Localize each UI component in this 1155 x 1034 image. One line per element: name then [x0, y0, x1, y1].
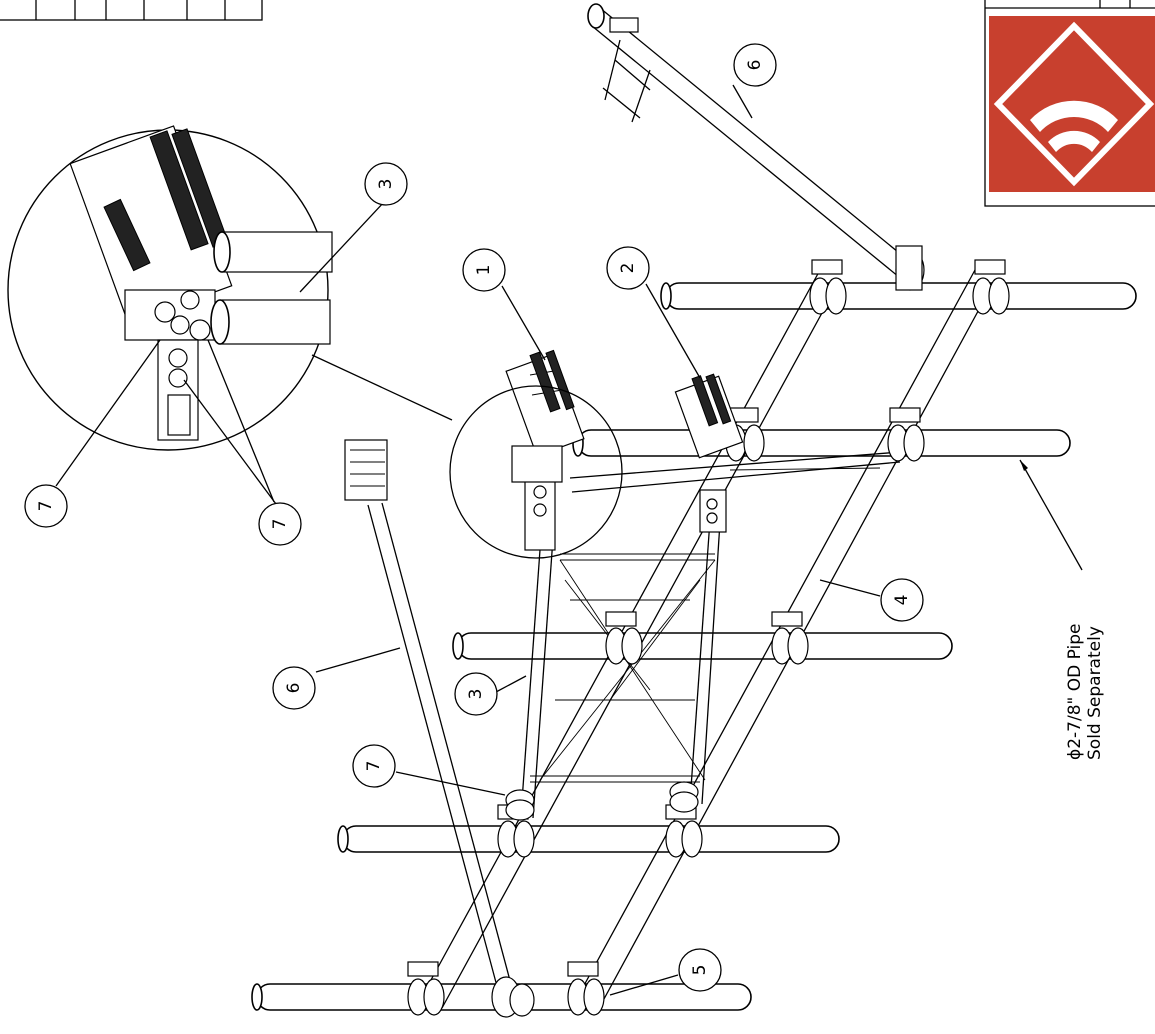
title-block	[984, 0, 1155, 207]
pipe-4	[337, 825, 840, 853]
balloon-7c-label: 7	[270, 519, 290, 530]
balloon-7a-label: 7	[364, 761, 384, 772]
balloon-7-truss: 7	[352, 744, 396, 788]
company-logo	[989, 16, 1155, 192]
balloon-7-detail-left: 7	[24, 484, 68, 528]
pipe-note-line2: Sold Separately	[1085, 626, 1105, 760]
detail-view	[7, 125, 623, 559]
balloon-6b-label: 6	[284, 683, 304, 694]
revision-table	[0, 0, 263, 21]
pipe-2	[572, 429, 1071, 457]
balloon-7b-label: 7	[36, 501, 56, 512]
balloon-1: 1	[462, 248, 506, 292]
mount-bracket-1	[505, 349, 585, 551]
side-arm-upper	[587, 3, 921, 287]
balloon-3a-label: 3	[376, 179, 396, 190]
balloon-2: 2	[606, 246, 650, 290]
mount-bracket-2	[674, 373, 744, 533]
balloon-4: 4	[880, 578, 924, 622]
detail-bracket	[69, 125, 333, 441]
balloon-7-detail-right: 7	[258, 502, 302, 546]
antenna-bracket-upper	[602, 17, 651, 123]
balloon-4-label: 4	[892, 595, 912, 606]
balloon-1-label: 1	[474, 265, 494, 276]
clamps	[407, 245, 1010, 1018]
balloon-6a-label: 6	[745, 60, 765, 71]
antenna-bracket-lower	[344, 439, 388, 501]
balloon-3-detail: 3	[364, 162, 408, 206]
diagonal-braces	[569, 451, 901, 493]
leader-lines	[55, 84, 1083, 996]
balloon-2-label: 2	[618, 263, 638, 274]
balloon-6-upper: 6	[733, 43, 777, 87]
truss-frame	[520, 519, 721, 819]
balloon-3b-label: 3	[466, 689, 486, 700]
balloon-3-truss: 3	[454, 672, 498, 716]
balloon-5-label: 5	[690, 965, 710, 976]
pipe-note-line1: ϕ2-7/8" OD Pipe	[1065, 624, 1085, 760]
pipe-3	[452, 632, 953, 660]
pipe-note: ϕ2-7/8" OD Pipe Sold Separately	[1065, 624, 1105, 760]
balloon-6-lower: 6	[272, 666, 316, 710]
balloon-5: 5	[678, 948, 722, 992]
side-arm-lower	[344, 439, 513, 991]
